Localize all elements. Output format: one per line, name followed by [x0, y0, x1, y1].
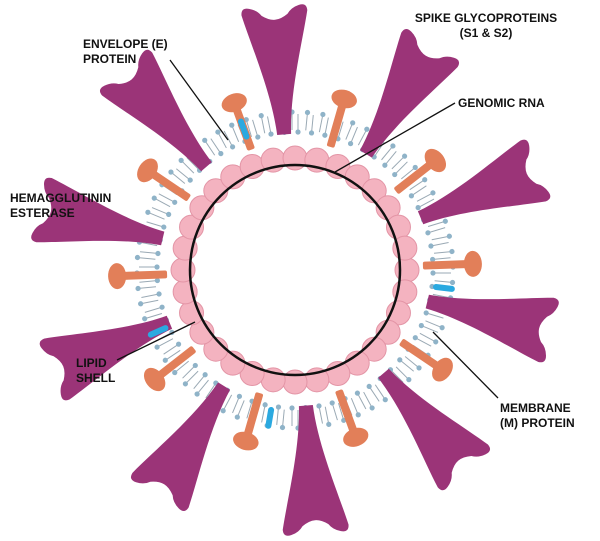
lipid-molecule: [408, 177, 428, 199]
lipid-molecule: [354, 390, 375, 411]
envelope-protein: [237, 118, 250, 140]
envelope-label-line2: PROTEIN: [83, 52, 137, 66]
lipid-molecule: [182, 362, 199, 387]
hemagglutinin-label-line1: HEMAGGLUTININ: [10, 191, 112, 205]
lipid-molecule: [397, 356, 422, 372]
lipid-molecule: [258, 113, 274, 137]
leader-line-genomic-rna: [334, 102, 456, 173]
leader-line-membrane: [432, 331, 499, 399]
genomic-rna-ring: [188, 163, 402, 377]
lipid-molecule: [145, 207, 172, 220]
lipid-molecule: [134, 250, 161, 261]
hemagglutinin-esterase: [327, 89, 357, 148]
lipid-molecule: [193, 372, 209, 397]
lipid-molecule: [345, 120, 358, 147]
membrane-label-line1: MEMBRANE: [500, 401, 571, 415]
lipid-molecule: [232, 393, 245, 420]
hemagglutinin-esterase: [422, 250, 482, 277]
hemagglutinin-esterase: [394, 148, 447, 194]
lipid-molecule: [318, 111, 329, 138]
hemagglutinin-esterase-group: [108, 89, 482, 451]
spike-glycoprotein: [425, 294, 559, 363]
lipid-molecule: [275, 404, 286, 431]
spike-glycoprotein: [99, 49, 212, 172]
lipid-shell-label: LIPID SHELL: [76, 356, 115, 386]
envelope-label-line1: ENVELOPE (E): [83, 37, 168, 51]
lipid-molecule: [430, 248, 455, 263]
spike-glycoprotein: [241, 4, 308, 135]
leader-line-lipid-shell: [116, 321, 196, 361]
spike-label-line1: SPIKE GLYCOPROTEINS: [414, 11, 558, 25]
leader-lines: [116, 59, 499, 399]
lipid-molecule: [366, 383, 388, 403]
membrane-protein-label: MEMBRANE (M) PROTEIN: [500, 401, 575, 431]
spike-glycoprotein: [130, 382, 231, 512]
spike-glycoprotein: [282, 405, 349, 536]
envelope-protein: [432, 283, 455, 292]
lipid-molecule: [215, 129, 236, 150]
spike-glycoprotein: [417, 139, 551, 225]
spike-glycoprotein: [39, 315, 173, 401]
leader-line-envelope: [169, 59, 229, 141]
lipid-molecule: [391, 153, 408, 178]
lipid-molecule: [415, 190, 436, 211]
envelope-protein-label: ENVELOPE (E) PROTEIN: [83, 37, 168, 67]
membrane-label-line2: (M) PROTEIN: [500, 416, 575, 430]
hemagglutinin-esterase: [143, 346, 196, 392]
hemagglutinin-esterase: [399, 339, 453, 382]
hemagglutinin-esterase: [137, 158, 191, 201]
hemagglutinin-esterase: [108, 263, 168, 290]
lipid-molecule: [289, 109, 301, 135]
envelope-protein: [265, 406, 275, 429]
lipid-molecule: [316, 403, 332, 427]
hemagglutinin-esterase: [233, 392, 263, 451]
spike-label-line2: (S1 & S2): [459, 26, 513, 40]
spike-glycoprotein: [359, 28, 460, 158]
capsid-bead-ring: [170, 145, 420, 395]
lipid-label-line2: SHELL: [76, 371, 116, 385]
lipid-molecule: [138, 291, 162, 307]
lipid-molecule: [304, 109, 315, 136]
hemagglutinin-esterase: [335, 389, 369, 447]
lipid-molecule: [428, 233, 452, 249]
lipid-molecule: [418, 320, 445, 333]
lipid-label-line1: LIPID: [76, 356, 107, 370]
lipid-molecule: [202, 137, 224, 157]
spike-glycoprotein-group: [31, 4, 559, 536]
lipid-molecule: [151, 193, 178, 208]
genomic-rna-text: GENOMIC RNA: [458, 96, 545, 110]
spike-glycoproteins-label: SPIKE GLYCOPROTEINS (S1 & S2): [391, 11, 581, 41]
spike-glycoprotein: [378, 368, 491, 491]
hemagglutinin-esterase-label: HEMAGGLUTININ ESTERASE: [10, 191, 111, 221]
lipid-molecule: [425, 218, 448, 236]
lipid-molecule: [168, 168, 193, 184]
lipid-molecule: [135, 277, 160, 292]
hemagglutinin-label-line2: ESTERASE: [10, 206, 75, 220]
lipid-molecule: [412, 332, 439, 347]
spike-glycoprotein: [31, 177, 165, 246]
lipid-molecule: [381, 143, 397, 168]
lipid-molecule: [162, 341, 182, 363]
lipid-molecule: [142, 304, 165, 322]
envelope-protein: [147, 325, 169, 338]
envelope-protein-group: [147, 118, 455, 429]
genomic-rna-label: GENOMIC RNA: [458, 96, 545, 111]
